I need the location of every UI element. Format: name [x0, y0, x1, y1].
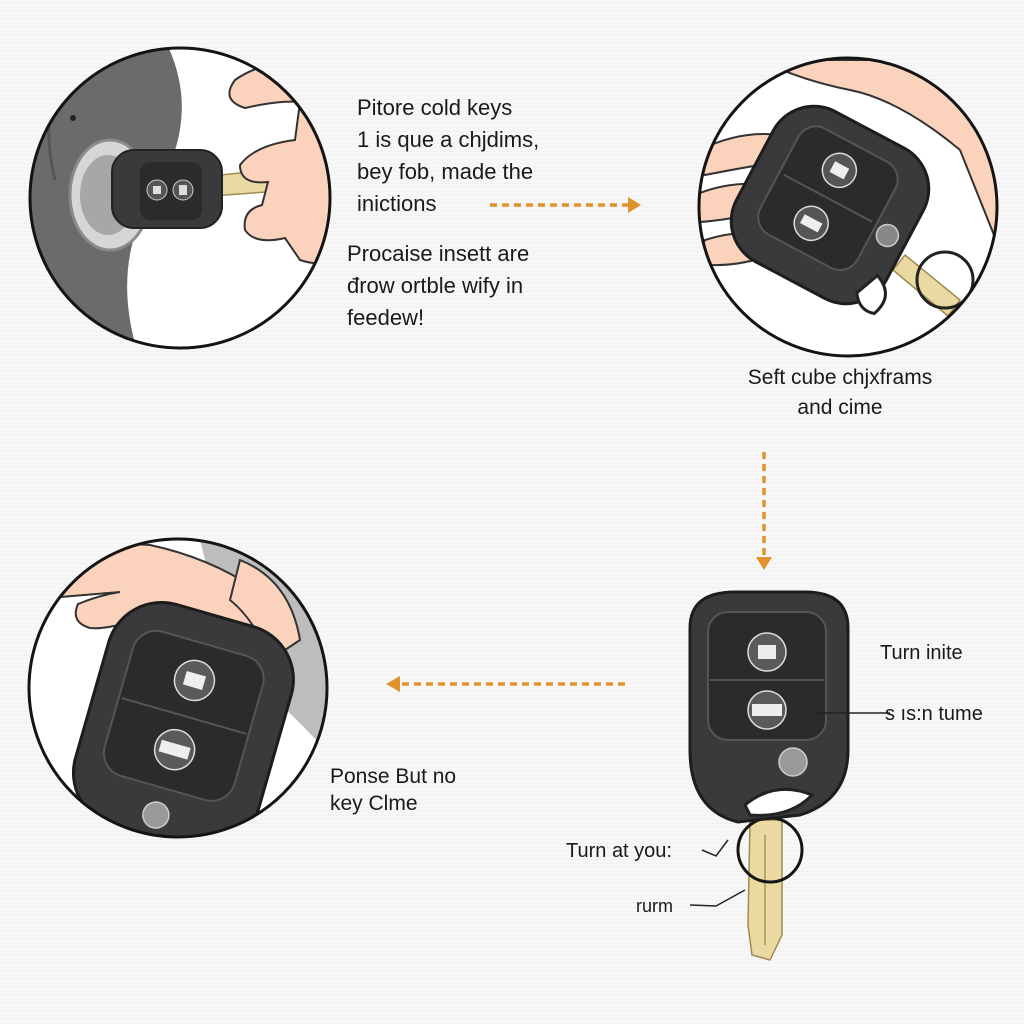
- step3-line-2: key Clme: [330, 792, 418, 816]
- step1-line-3: bey fob, made the: [357, 158, 534, 184]
- step1-line-4: inictions: [357, 190, 437, 216]
- arrow-left: [386, 676, 625, 692]
- step1-note-line-3: feedew!: [347, 304, 425, 330]
- panel-screw-icon: [70, 115, 76, 121]
- step3-line-1: Ponse But no: [330, 765, 457, 788]
- key-fob-held: [729, 104, 931, 316]
- step3-caption: Ponse But no key Clme: [330, 763, 456, 818]
- step1-line-1: Pitore cold keys: [357, 95, 513, 120]
- step1-line-2: 1 is que a chjdims,: [357, 126, 540, 152]
- key-ring-icon: [915, 250, 975, 310]
- label-turn-at-your: Turn at you:: [566, 840, 672, 862]
- step2-line-2: and cime: [797, 396, 883, 420]
- key-fob-large: [688, 590, 890, 961]
- arrow-down: [756, 452, 772, 570]
- key-fob-pressed: [71, 600, 295, 837]
- panic-icon: [778, 747, 808, 777]
- step1-note-line-2: đrow ortble wify in: [347, 272, 524, 298]
- step2-caption: Seft cube chjxframs and cime: [720, 363, 960, 424]
- panic-icon: [875, 223, 900, 248]
- label-turn-inite: Turn inite: [880, 642, 963, 664]
- step3-circle: [27, 537, 329, 839]
- panic-icon: [142, 801, 170, 829]
- label-rurm: rurm: [636, 896, 673, 916]
- step1-title: Pitore cold keys 1 is que a chjdims, bey…: [357, 92, 539, 220]
- step1-note-line-1: Procaise insett are: [347, 241, 530, 266]
- step1-note: Procaise insett are đrow ortble wify in …: [347, 238, 529, 334]
- step2-line-1: Seft cube chjxframs: [747, 366, 933, 389]
- step2-circle: [697, 56, 999, 358]
- step1-circle: [28, 46, 332, 350]
- arrow-right: [490, 197, 641, 213]
- label-is-n-tume: s ıs:n tume: [885, 703, 983, 725]
